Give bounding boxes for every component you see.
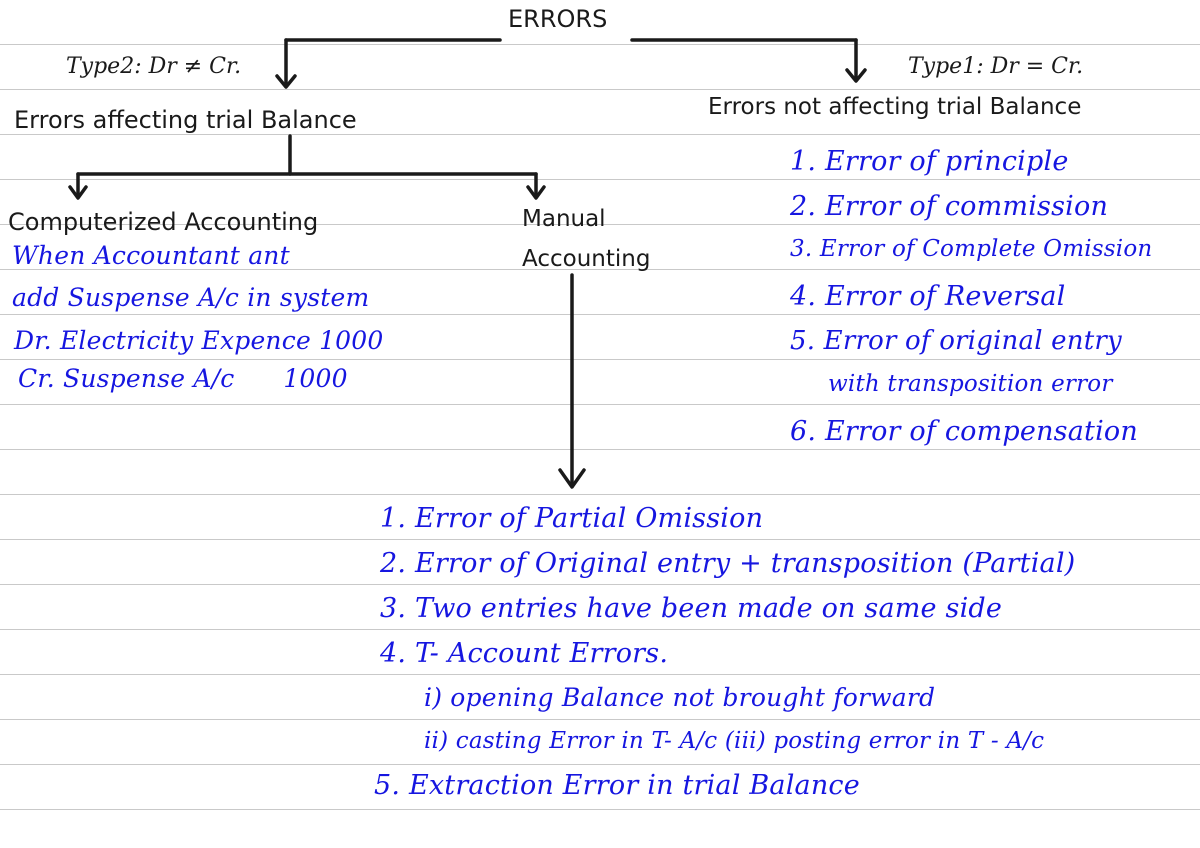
arrow-down-icon bbox=[68, 185, 88, 200]
ruled-line bbox=[0, 539, 1200, 540]
computerized-note-line: Cr. Suspense A/c 1000 bbox=[18, 364, 348, 393]
manual-subitem: ii) casting Error in T- A/c (iii) postin… bbox=[424, 728, 1045, 754]
arrow-down-icon bbox=[526, 185, 546, 200]
right-item: 2. Error of commission bbox=[790, 191, 1109, 222]
ruled-line bbox=[0, 269, 1200, 270]
type1-note: Type1: Dr = Cr. bbox=[908, 54, 1084, 79]
ruled-line bbox=[0, 764, 1200, 765]
ruled-line bbox=[0, 179, 1200, 180]
ruled-line bbox=[0, 224, 1200, 225]
ruled-line bbox=[0, 314, 1200, 315]
ruled-line bbox=[0, 584, 1200, 585]
right-item: 3. Error of Complete Omission bbox=[790, 236, 1153, 262]
right-item: 1. Error of principle bbox=[790, 146, 1069, 177]
type2-note: Type2: Dr ≠ Cr. bbox=[66, 54, 242, 79]
manual-item: 3. Two entries have been made on same si… bbox=[380, 593, 1003, 624]
ruled-line bbox=[0, 674, 1200, 675]
manual-item: 4. T- Account Errors. bbox=[380, 638, 669, 669]
manual-item: 1. Error of Partial Omission bbox=[380, 503, 764, 534]
manual-heading-line1: Manual bbox=[522, 206, 606, 232]
ruled-line bbox=[0, 134, 1200, 135]
manual-item: 5. Extraction Error in trial Balance bbox=[374, 770, 860, 801]
arrow-down-icon bbox=[845, 68, 867, 83]
manual-subitem: i) opening Balance not brought forward bbox=[424, 683, 936, 712]
manual-heading-line2: Accounting bbox=[522, 246, 651, 272]
ruled-line bbox=[0, 719, 1200, 720]
errors-affecting-heading: Errors affecting trial Balance bbox=[14, 106, 357, 134]
computerized-heading: Computerized Accounting bbox=[8, 208, 319, 236]
page-title: ERRORS bbox=[508, 5, 608, 33]
manual-item: 2. Error of Original entry + transpositi… bbox=[380, 548, 1076, 579]
right-item-continued: with transposition error bbox=[828, 371, 1113, 397]
arrow-down-icon bbox=[558, 468, 586, 489]
right-item: 5. Error of original entry bbox=[790, 326, 1122, 356]
ruled-line bbox=[0, 629, 1200, 630]
computerized-note-line: When Accountant ant bbox=[12, 241, 290, 270]
ruled-line bbox=[0, 359, 1200, 360]
computerized-note-line: Dr. Electricity Expence 1000 bbox=[14, 326, 384, 355]
right-item: 4. Error of Reversal bbox=[790, 281, 1066, 312]
arrow-down-icon bbox=[275, 74, 297, 89]
computerized-note-line: add Suspense A/c in system bbox=[12, 283, 370, 312]
right-item: 6. Error of compensation bbox=[790, 416, 1138, 447]
ruled-line bbox=[0, 494, 1200, 495]
ruled-line bbox=[0, 449, 1200, 450]
ruled-line bbox=[0, 404, 1200, 405]
ruled-line bbox=[0, 89, 1200, 90]
ruled-line bbox=[0, 809, 1200, 810]
errors-not-affecting-heading: Errors not affecting trial Balance bbox=[708, 94, 1082, 120]
ruled-line bbox=[0, 44, 1200, 45]
